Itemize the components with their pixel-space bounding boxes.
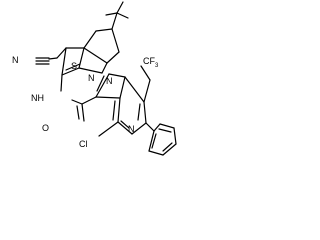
thiophene-sulfur-label: S (71, 61, 77, 71)
cyclohexane-ring (56, 28, 120, 64)
amide-nh-label: NH (31, 93, 44, 103)
amide-linkage (60, 74, 97, 122)
pyrazole-n2-label: N (106, 76, 113, 86)
nitrile-nitrogen-label: N (12, 55, 19, 65)
tert-butyl-group (105, 1, 129, 30)
chlorine-label: Cl (79, 139, 88, 149)
structure-svg: N S NH N N N CF3 O Cl (12, 1, 177, 156)
trifluoromethyl-label: CF3 (143, 56, 159, 69)
trifluoromethyl-substituent (140, 65, 151, 103)
amide-oxygen-label: O (42, 123, 49, 133)
thiophene-ring (61, 47, 108, 76)
pyrimidine-nitrogen-label: N (128, 124, 135, 134)
trifluoromethyl-text: CF (143, 56, 155, 66)
phenyl-ring (145, 122, 177, 156)
trifluoromethyl-subscript: 3 (155, 63, 159, 69)
chloro-substituent (98, 121, 119, 137)
molecule-diagram: N S NH N N N CF3 O Cl (0, 0, 189, 167)
nitrile-group (35, 57, 58, 65)
pyrazole-n1-label: N (88, 73, 95, 83)
pyrazolopyrimidine-core (95, 73, 147, 135)
